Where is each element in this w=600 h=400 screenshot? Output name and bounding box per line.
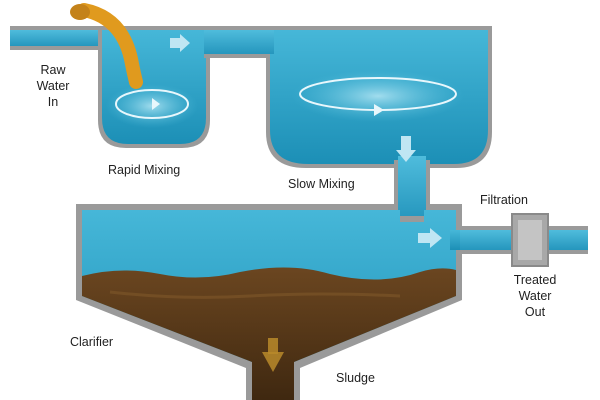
rapid-mixing-swirl-icon [115,89,189,119]
flow-arrows [170,34,442,248]
down-pipe [394,156,430,220]
label-rapid-mixing: Rapid Mixing [108,163,181,177]
clarifier-tank [76,204,462,400]
rapid-mixing-tank [98,26,210,148]
flow-arrow-right-icon [170,34,190,52]
inlet-pipe [10,26,102,50]
rapid-mixing-swirl-arrow-icon [152,98,160,110]
raw-water-stream [70,3,143,89]
sludge-arrow-icon [262,352,284,372]
label-filtration: Filtration [480,193,528,207]
label-sludge: Sludge [336,371,375,385]
label-clarifier: Clarifier [70,335,114,349]
slow-mixing-tank [262,26,492,168]
flow-arrow-down-icon [396,136,416,162]
slow-mixing-swirl-arrow-icon [374,104,384,116]
label-raw-water-in: Raw Water In [36,63,70,109]
slow-mixing-glow [292,70,464,122]
label-treated-water-out: Treated Water Out [513,273,557,319]
flow-arrow-right-icon [418,228,442,248]
filter-unit [511,213,549,267]
label-slow-mixing: Slow Mixing [288,177,355,191]
sludge-layer [82,267,456,400]
inlet-spout-icon [70,4,90,20]
